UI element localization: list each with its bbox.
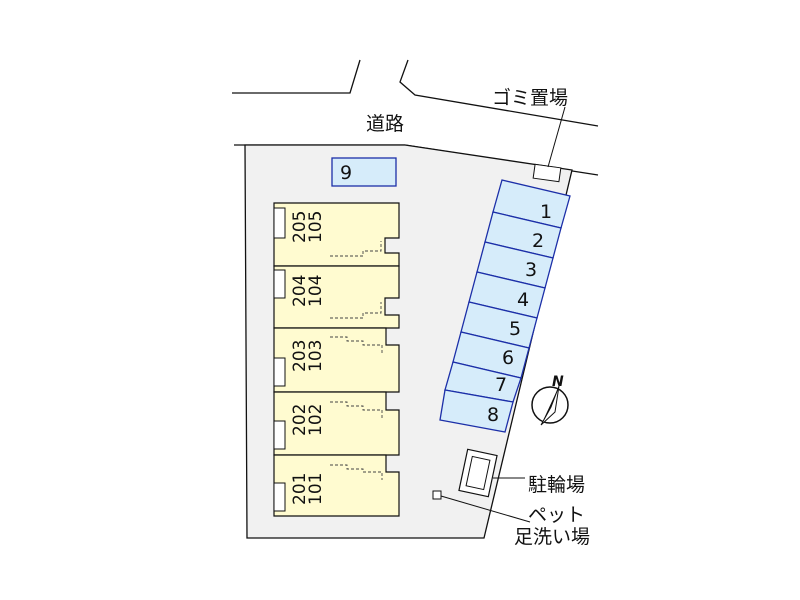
building-row-203: 203 103 (273, 327, 400, 393)
svg-text:7: 7 (495, 374, 507, 396)
bicycle-parking-inner (465, 455, 491, 491)
road-label: 道路 (366, 113, 404, 135)
pet-wash-label-line1: ペット (528, 504, 585, 526)
svg-text:202: 202 (290, 404, 310, 436)
svg-text:102: 102 (306, 404, 326, 436)
svg-text:8: 8 (487, 404, 499, 426)
svg-text:205: 205 (290, 211, 310, 243)
svg-text:203: 203 (290, 340, 310, 372)
svg-text:N: N (552, 374, 564, 390)
svg-text:104: 104 (306, 275, 326, 307)
svg-text:201: 201 (290, 473, 310, 505)
svg-text:1: 1 (540, 201, 552, 223)
north-arrow-icon: N (531, 374, 569, 426)
garbage-leader-line (547, 106, 566, 168)
svg-text:6: 6 (502, 347, 514, 369)
svg-text:4: 4 (517, 289, 529, 311)
bicycle-parking-label: 駐輪場 (528, 474, 585, 496)
svg-text:9: 9 (340, 162, 352, 184)
garbage-label: ゴミ置場 (492, 87, 568, 109)
svg-text:3: 3 (525, 259, 537, 281)
pet-wash-label-line2: 足洗い場 (514, 526, 590, 548)
parking-block: 1 2 3 4 5 6 7 8 (439, 179, 571, 433)
building-row-205: 205 105 (273, 202, 400, 267)
pet-wash-leader-line (440, 495, 531, 523)
parking-slot-8: 8 (439, 389, 514, 433)
building-row-201: 201 101 (273, 454, 400, 517)
parking-slot-2: 2 (484, 211, 562, 259)
pet-wash-area (432, 490, 442, 500)
svg-text:204: 204 (290, 275, 310, 307)
svg-text:105: 105 (306, 211, 326, 243)
building-row-202: 202 102 (273, 391, 400, 456)
svg-text:103: 103 (306, 340, 326, 372)
building-row-204: 204 104 (273, 265, 400, 329)
svg-text:2: 2 (532, 230, 544, 252)
garbage-area (532, 163, 562, 183)
svg-text:101: 101 (306, 473, 326, 505)
parking-slot-9: 9 (331, 157, 397, 187)
svg-text:5: 5 (509, 318, 521, 340)
